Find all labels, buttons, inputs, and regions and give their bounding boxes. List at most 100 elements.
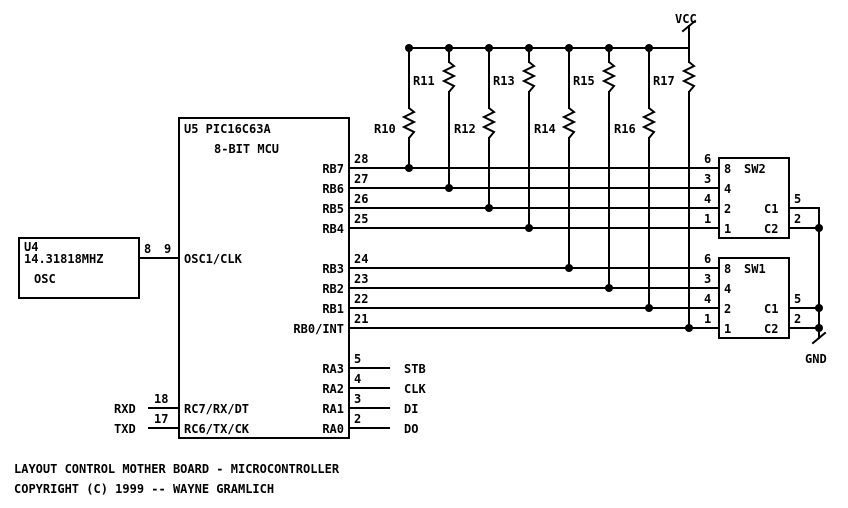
sw2-pin-1: 1 (704, 212, 711, 226)
sw2-c1-pin: 5 (794, 192, 801, 206)
pin-number-24: 24 (354, 252, 368, 266)
junctions (405, 44, 823, 332)
sw1-pin-3: 3 (704, 272, 711, 286)
sw2-inner-2: 2 (724, 202, 731, 216)
pin-rb5: RB5 (322, 202, 344, 216)
sw2-c1-label: C1 (764, 202, 778, 216)
junction-dot (485, 44, 493, 52)
sw2-c2-label: C2 (764, 222, 778, 236)
pin-number-26: 26 (354, 192, 368, 206)
pin-number-3: 3 (354, 392, 361, 406)
vcc-symbol (681, 19, 697, 33)
sw1-inner-8: 8 (724, 262, 731, 276)
resistor-r14 (561, 107, 577, 139)
junction-dot (605, 44, 613, 52)
pin-ra1: RA1 (322, 402, 344, 416)
junction-dot (405, 164, 413, 172)
sw1-c2-label: C2 (764, 322, 778, 336)
sw2-ref: SW2 (744, 162, 766, 176)
junction-dot (645, 304, 653, 312)
pin-number-5: 5 (354, 352, 361, 366)
footer-title: LAYOUT CONTROL MOTHER BOARD - MICROCONTR… (14, 462, 340, 476)
r10-label: R10 (374, 122, 396, 136)
r11-label: R11 (413, 74, 435, 88)
junction-dot (565, 44, 573, 52)
signal-clk: CLK (404, 382, 426, 396)
sw1-inner-4: 4 (724, 282, 731, 296)
pin-rc7: RC7/RX/DT (184, 402, 249, 416)
oscillator-ref: U4 (24, 240, 38, 254)
signal-stb: STB (404, 362, 426, 376)
signal-di: DI (404, 402, 418, 416)
sw2-inner-1: 1 (724, 222, 731, 236)
pin-rb6: RB6 (322, 182, 344, 196)
vcc-label: VCC (675, 12, 697, 26)
mcu-ref: U5 PIC16C63A (184, 122, 271, 136)
sw2-c2-pin: 2 (794, 212, 801, 226)
resistor-r16 (641, 107, 657, 139)
pin-rb7: RB7 (322, 162, 344, 176)
footer-copyright: COPYRIGHT (C) 1999 -- WAYNE GRAMLICH (14, 482, 274, 496)
signal-do: DO (404, 422, 418, 436)
signal-txd: TXD (114, 422, 136, 436)
pin-ra0: RA0 (322, 422, 344, 436)
pin-number-22: 22 (354, 292, 368, 306)
mcu-desc: 8-BIT MCU (214, 142, 279, 156)
pin-number-17: 17 (154, 412, 168, 426)
sw1-inner-1: 1 (724, 322, 731, 336)
junction-dot (815, 224, 823, 232)
oscillator-freq: 14.31818MHZ (24, 252, 103, 266)
r13-label: R13 (493, 74, 515, 88)
pin-osc: OSC1/CLK (184, 252, 243, 266)
sw1-pin-1: 1 (704, 312, 711, 326)
resistor-r11 (441, 61, 457, 93)
pin-number-4: 4 (354, 372, 361, 386)
sw1-pin-4: 4 (704, 292, 711, 306)
resistor-r12 (481, 107, 497, 139)
sw1-box (718, 257, 790, 339)
sw2-inner-8: 8 (724, 162, 731, 176)
resistor-r10 (401, 107, 417, 139)
sw1-inner-2: 2 (724, 302, 731, 316)
pin-ra3: RA3 (322, 362, 344, 376)
junction-dot (445, 184, 453, 192)
junction-dot (565, 264, 573, 272)
pin-number-25: 25 (354, 212, 368, 226)
pin-rb4: RB4 (322, 222, 344, 236)
r15-label: R15 (573, 74, 595, 88)
sw2-pin-3: 3 (704, 172, 711, 186)
junction-dot (645, 44, 653, 52)
sw2-box (718, 157, 790, 239)
resistor-r17 (681, 61, 697, 93)
pin-number-27: 27 (354, 172, 368, 186)
oscillator-label: OSC (34, 272, 56, 286)
resistor-r15 (601, 61, 617, 93)
resistor-r13 (521, 61, 537, 93)
labels: VCC GND R10 R11 R12 R13 R14 R15 R16 R17 … (14, 12, 827, 496)
signal-rxd: RXD (114, 402, 136, 416)
wires (138, 25, 820, 429)
junction-dot (525, 224, 533, 232)
gnd-label: GND (805, 352, 827, 366)
junction-dot (685, 324, 693, 332)
pin-number-23: 23 (354, 272, 368, 286)
pin-number-9: 9 (164, 242, 171, 256)
pin-number-18: 18 (154, 392, 168, 406)
r16-label: R16 (614, 122, 636, 136)
oscillator-pin: 8 (144, 242, 151, 256)
junction-dot (815, 324, 823, 332)
pin-rb2: RB2 (322, 282, 344, 296)
sw2-pin-4: 4 (704, 192, 711, 206)
sw1-ref: SW1 (744, 262, 766, 276)
junction-dot (405, 44, 413, 52)
junction-dot (485, 204, 493, 212)
pin-number-28: 28 (354, 152, 368, 166)
pin-rb1: RB1 (322, 302, 344, 316)
pin-number-21: 21 (354, 312, 368, 326)
r12-label: R12 (454, 122, 476, 136)
sw1-c2-pin: 2 (794, 312, 801, 326)
sw1-c1-label: C1 (764, 302, 778, 316)
mcu-box (178, 117, 350, 439)
resistors (401, 61, 697, 139)
